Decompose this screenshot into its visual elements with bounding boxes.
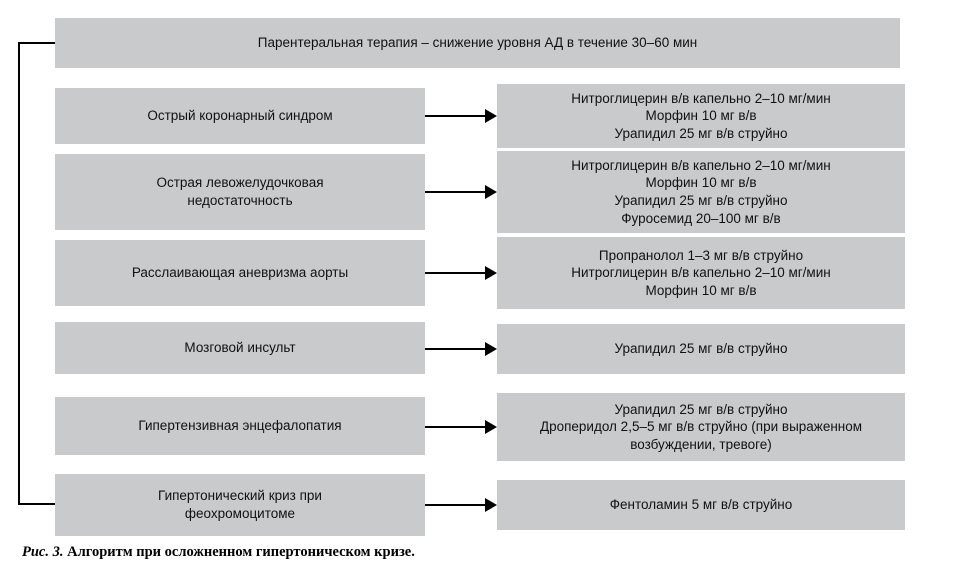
arrow-head-icon xyxy=(485,498,497,512)
treatment-label: Пропранолол 1–3 мг в/в струйно Нитроглиц… xyxy=(571,247,831,298)
arrow xyxy=(425,185,497,199)
arrow-line xyxy=(425,348,487,350)
treatment-label: Фентоламин 5 мг в/в струйно xyxy=(609,497,793,513)
arrow-line xyxy=(425,426,487,428)
arrow xyxy=(425,109,497,123)
condition-label: Острый коронарный синдром xyxy=(147,108,333,124)
arrow-line xyxy=(425,272,487,274)
arrow-line xyxy=(425,191,487,193)
treatment-label: Урапидил 25 мг в/в струйно xyxy=(614,341,788,357)
arrow-line xyxy=(425,504,487,506)
treatment-box: Урапидил 25 мг в/в струйно xyxy=(497,324,905,374)
condition-label: Гипертензивная энцефалопатия xyxy=(138,418,342,434)
condition-box: Мозговой инсульт xyxy=(55,322,425,374)
header-label: Парентеральная терапия – снижение уровня… xyxy=(257,35,698,51)
figure-caption-number: Рис. 3. xyxy=(22,544,64,560)
arrow-head-icon xyxy=(485,266,497,280)
figure-caption: Рис. 3. Алгоритм при осложненном гиперто… xyxy=(22,544,415,561)
condition-box: Острый коронарный синдром xyxy=(55,88,425,144)
condition-box: Гипертонический криз при феохромоцитоме xyxy=(55,474,425,536)
arrow-line xyxy=(425,115,487,117)
connector-top-stub xyxy=(18,42,55,44)
condition-label: Острая левожелудочковая недостаточность xyxy=(156,175,324,208)
arrow-head-icon xyxy=(485,342,497,356)
arrow xyxy=(425,420,497,434)
header-box: Парентеральная терапия – снижение уровня… xyxy=(55,18,900,68)
treatment-box: Нитроглицерин в/в капельно 2–10 мг/мин М… xyxy=(497,84,905,148)
condition-label: Мозговой инсульт xyxy=(184,340,296,356)
treatment-label: Урапидил 25 мг в/в струйно Дроперидол 2,… xyxy=(539,401,863,452)
arrow-head-icon xyxy=(485,109,497,123)
condition-label: Гипертонический криз при феохромоцитоме xyxy=(158,488,322,521)
connector-vertical-line xyxy=(18,42,20,505)
condition-box: Острая левожелудочковая недостаточность xyxy=(55,154,425,230)
treatment-label: Нитроглицерин в/в капельно 2–10 мг/мин М… xyxy=(571,90,831,141)
condition-label: Расслаивающая аневризма аорты xyxy=(131,265,349,281)
figure-caption-text: Алгоритм при осложненном гипертоническом… xyxy=(67,544,415,560)
treatment-label: Нитроглицерин в/в капельно 2–10 мг/мин М… xyxy=(571,157,831,226)
arrow xyxy=(425,342,497,356)
treatment-box: Пропранолол 1–3 мг в/в струйно Нитроглиц… xyxy=(497,237,905,309)
arrow-head-icon xyxy=(485,185,497,199)
arrow xyxy=(425,266,497,280)
condition-box: Гипертензивная энцефалопатия xyxy=(55,397,425,455)
arrow xyxy=(425,498,497,512)
treatment-box: Нитроглицерин в/в капельно 2–10 мг/мин М… xyxy=(497,151,905,233)
treatment-box: Урапидил 25 мг в/в струйно Дроперидол 2,… xyxy=(497,393,905,461)
connector-bottom-stub xyxy=(18,503,55,505)
condition-box: Расслаивающая аневризма аорты xyxy=(55,240,425,306)
treatment-box: Фентоламин 5 мг в/в струйно xyxy=(497,480,905,530)
arrow-head-icon xyxy=(485,420,497,434)
